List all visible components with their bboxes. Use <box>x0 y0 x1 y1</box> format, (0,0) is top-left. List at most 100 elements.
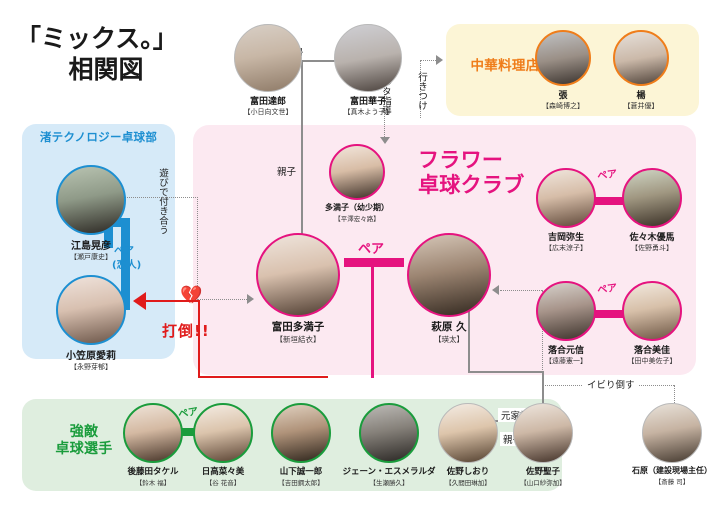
person-name: 富田華子 <box>349 97 386 107</box>
person-tomita-tamako[interactable]: 富田多満子 【新垣結衣】 <box>247 233 349 345</box>
label-ikitsuke: 行きつけ <box>416 72 427 110</box>
avatar-tomita-tatsuro <box>234 24 302 92</box>
arrow-ikitsuke <box>436 55 443 65</box>
person-name: 佐野聖子 <box>525 467 560 477</box>
person-ochiai-mika[interactable]: 落合美佳 【田中美佐子】 <box>617 281 687 366</box>
person-name: 多満子（幼少期） <box>325 203 389 212</box>
connector-blue-pair-v1 <box>104 218 113 248</box>
person-name: 落合元信 <box>547 346 584 356</box>
person-ogasawara[interactable]: 小笠原愛莉 【永野芽郁】 <box>43 275 139 372</box>
arrow-spartan <box>380 137 390 144</box>
person-name: 落合美佳 <box>633 346 670 356</box>
person-name: 日高菜々美 <box>201 467 245 477</box>
label-datou: 打倒!! <box>162 322 210 340</box>
group-label-flower-line2: 卓球クラブ <box>418 172 525 197</box>
person-chou[interactable]: 張 【森崎博之】 <box>525 30 601 111</box>
page-title: 「ミックス。」 相関図 <box>16 24 196 85</box>
avatar-tomita-tamako <box>256 233 340 317</box>
connector-asobi-v <box>197 197 198 300</box>
person-actor: 【森崎博之】 <box>542 102 584 110</box>
avatar-ochiai-mika <box>622 281 682 341</box>
connector-hagiwara-seiko-v1 <box>468 308 470 372</box>
group-label-rival-players: 強敵 卓球選手 <box>28 424 140 458</box>
page-title-line2: 相関図 <box>68 54 144 84</box>
person-sano-shiori[interactable]: 佐野しおり 【久間田琳加】 <box>424 403 512 487</box>
person-actor: 【遠藤憲一】 <box>545 357 587 365</box>
connector-datou-v <box>198 300 200 378</box>
person-jane[interactable]: ジェーン・エスメラルダ 【生瀬勝久】 <box>330 403 448 487</box>
person-tomita-tatsuro[interactable]: 富田達郎 【小日向文世】 <box>218 24 318 117</box>
avatar-yamashita <box>271 403 331 463</box>
label-ibiri: イビり倒す <box>583 377 639 391</box>
person-actor: 【吉田鋼太郎】 <box>278 479 324 487</box>
person-actor: 【瑛太】 <box>434 335 464 344</box>
person-actor: 【鈴木 福】 <box>135 479 171 487</box>
person-you[interactable]: 楊 【蒼井優】 <box>603 30 679 111</box>
avatar-tomita-hanako <box>334 24 402 92</box>
person-name: ジェーン・エスメラルダ <box>342 467 436 477</box>
connector-pair-bar-green <box>177 428 199 436</box>
arrow-hagiwara-ochiai <box>492 285 499 295</box>
person-name: 後藤田タケル <box>127 467 179 477</box>
avatar-sano-shiori <box>438 403 498 463</box>
connector-datou-h <box>145 300 199 303</box>
person-tamako-child[interactable]: 多満子（幼少期） 【平澤宏々路】 <box>306 144 408 223</box>
group-label-rival-line1: 強敵 <box>69 424 99 440</box>
person-name: 石原（建設現場主任） <box>632 466 712 475</box>
person-gotouda[interactable]: 後藤田タケル 【鈴木 福】 <box>110 403 196 487</box>
person-actor: 【小日向文世】 <box>243 108 293 116</box>
connector-spartan-v <box>384 72 385 137</box>
group-label-chinese-restaurant: 中華料理店 <box>470 58 540 74</box>
avatar-yoshioka <box>536 168 596 228</box>
person-yoshioka[interactable]: 吉岡弥生 【広末涼子】 <box>531 168 601 253</box>
label-blue-pair: ペア <box>114 246 134 257</box>
group-label-nagisa-tech: 渚テクノロジー卓球部 <box>39 130 158 144</box>
connector-asobi-h2 <box>197 299 249 300</box>
group-label-flower-club: フラワー 卓球クラブ <box>418 148 598 198</box>
avatar-ogasawara <box>56 275 126 345</box>
connector-ibiri-v <box>674 385 675 405</box>
person-actor: 【新垣結衣】 <box>275 335 321 344</box>
person-ejima[interactable]: 江島晃彦 【瀬戸康史】 <box>43 165 139 262</box>
person-name: 張 <box>558 91 568 101</box>
person-sano-seiko[interactable]: 佐野聖子 【山口紗弥加】 <box>499 403 587 487</box>
person-sasaki[interactable]: 佐々木優馬 【佐野勇斗】 <box>617 168 687 253</box>
avatar-jane <box>359 403 419 463</box>
person-actor: 【瀬戸康史】 <box>70 253 112 261</box>
connector-hagiwara-seiko-h <box>468 371 542 373</box>
page-title-line1: 「ミックス。」 <box>16 24 178 53</box>
person-ishihara[interactable]: 石原（建設現場主任） 【斎藤 司】 <box>620 403 724 486</box>
person-actor: 【蒼井優】 <box>623 102 659 110</box>
person-ochiai-motonobu[interactable]: 落合元信 【遠藤憲一】 <box>531 281 601 366</box>
avatar-chou <box>535 30 591 86</box>
person-name: 富田達郎 <box>249 97 286 107</box>
person-actor: 【斎藤 司】 <box>654 478 690 486</box>
label-asobi: 遊びで付き合う <box>157 168 168 235</box>
person-yamashita[interactable]: 山下誠一郎 【吉田鋼太郎】 <box>255 403 347 487</box>
avatar-sano-seiko <box>513 403 573 463</box>
person-actor: 【生瀬勝久】 <box>369 479 409 487</box>
arrow-asobi-right <box>247 294 254 304</box>
connector-oyako-top-v <box>301 60 303 248</box>
person-name: 佐々木優馬 <box>629 233 675 243</box>
avatar-gotouda <box>123 403 183 463</box>
person-actor: 【田中美佐子】 <box>627 357 677 365</box>
connector-seiko-v <box>542 371 544 407</box>
group-label-flower-line1: フラワー <box>418 148 504 172</box>
person-actor: 【広末涼子】 <box>545 244 587 252</box>
person-name: 江島晃彦 <box>71 241 111 252</box>
connector-pair-bar-yoshioka <box>595 197 623 205</box>
avatar-sasaki <box>622 168 682 228</box>
person-actor: 【谷 花音】 <box>205 479 241 487</box>
person-hidaka[interactable]: 日高菜々美 【谷 花音】 <box>180 403 266 487</box>
person-tomita-hanako[interactable]: 富田華子 【真木よう子】 <box>318 24 418 117</box>
avatar-tamako-child <box>329 144 385 200</box>
connector-asobi-h1 <box>122 197 198 198</box>
person-actor: 【平澤宏々路】 <box>334 215 380 223</box>
avatar-ejima <box>56 165 126 235</box>
person-actor: 【真木よう子】 <box>343 108 393 116</box>
person-name: 吉岡弥生 <box>547 233 584 243</box>
connector-ikitsuke-v <box>420 60 421 118</box>
person-hagiwara[interactable]: 萩原 久 【瑛太】 <box>398 233 500 345</box>
